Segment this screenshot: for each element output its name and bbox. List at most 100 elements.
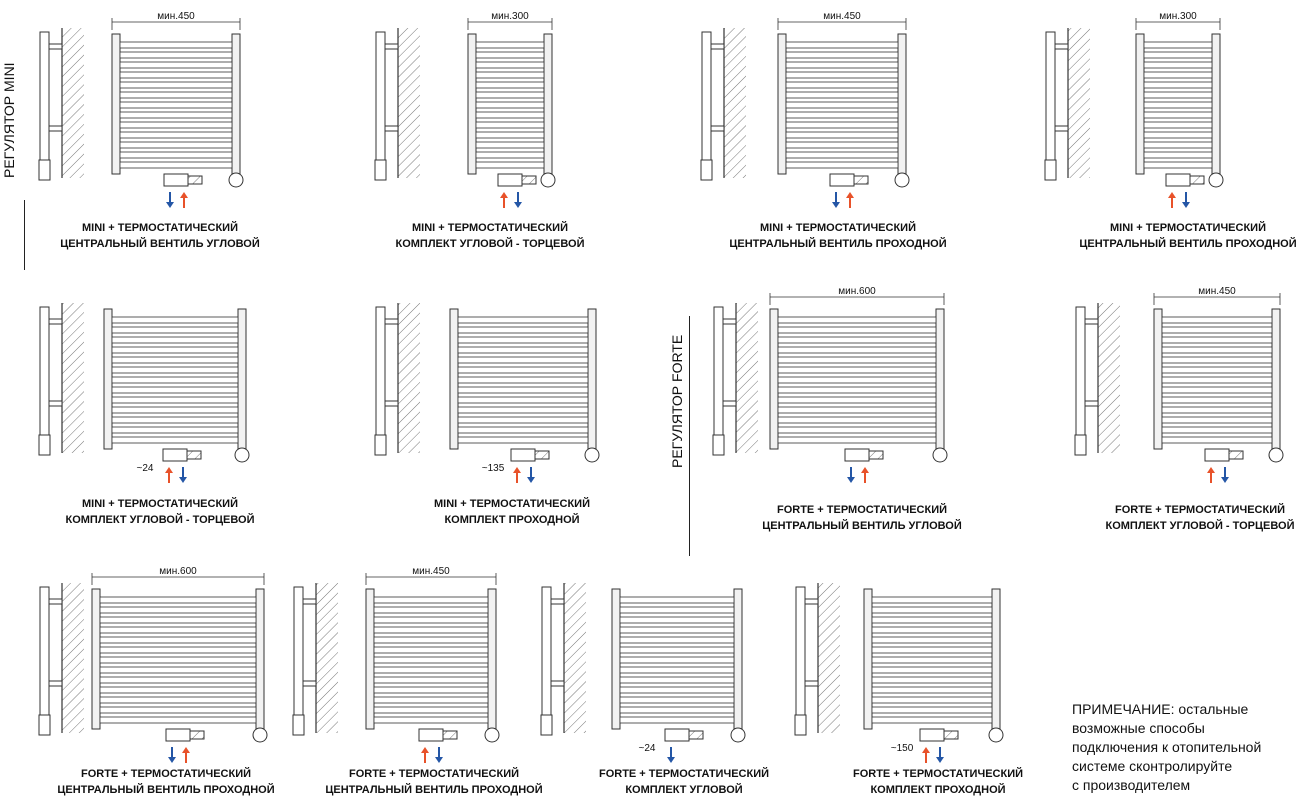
radiator-rail: [619, 596, 735, 604]
wall-bracket: [804, 680, 819, 687]
radiator-rail: [619, 686, 735, 694]
return-arrow-icon: [435, 747, 443, 763]
radiator-rail: [99, 606, 257, 614]
min-width-label: мин.300: [1159, 11, 1197, 22]
side-valve: [38, 159, 51, 181]
radiator-right-column: [935, 308, 945, 450]
regulator-icon: [228, 172, 244, 188]
radiator-diagram: мин.450: [38, 11, 244, 208]
wall-bracket: [710, 43, 725, 50]
radiator-rail: [373, 696, 489, 704]
radiator-rail: [785, 61, 899, 69]
radiator-rail: [619, 706, 735, 714]
wall-bracket: [48, 318, 63, 325]
radiator-rail: [619, 636, 735, 644]
radiator-rail: [119, 51, 233, 59]
radiator-rail: [1161, 326, 1273, 334]
radiator-rail: [1143, 161, 1213, 169]
side-profile: [713, 306, 724, 448]
radiator-rail: [457, 416, 589, 424]
offset-label: ~24: [639, 743, 656, 754]
radiator-left-column: [777, 33, 787, 175]
radiator-rail: [785, 121, 899, 129]
min-width-label: мин.450: [157, 11, 195, 22]
wall-bracket: [1084, 400, 1099, 407]
caption-line: MINI + ТЕРМОСТАТИЧЕСКИЙ: [760, 222, 916, 234]
radiator-rail: [457, 366, 589, 374]
radiator-diagram: мин.300: [374, 11, 556, 208]
radiator-rail: [457, 316, 589, 324]
radiator-rail: [373, 606, 489, 614]
radiator-rail: [111, 436, 239, 444]
min-width-label: мин.300: [491, 11, 529, 22]
caption-line: КОМПЛЕКТ УГЛОВОЙ: [625, 784, 743, 796]
radiator-rail: [457, 376, 589, 384]
radiator-rail: [1143, 151, 1213, 159]
radiator-rail: [785, 41, 899, 49]
radiator-rail: [1161, 336, 1273, 344]
radiator-rail: [475, 91, 545, 99]
radiator-rail: [1161, 426, 1273, 434]
section-divider-forte: [689, 316, 690, 556]
valve-icon: [418, 728, 444, 742]
wall-hatch: [1098, 303, 1120, 453]
thermostat-head-icon: [189, 730, 205, 740]
min-width-label: мин.600: [838, 286, 876, 297]
radiator-rail: [1143, 111, 1213, 119]
regulator-icon: [894, 172, 910, 188]
installation-note: ПРИМЕЧАНИЕ: остальные возможные способы …: [1072, 700, 1307, 795]
wall-hatch: [62, 303, 84, 453]
section-label-mini: РЕГУЛЯТОР MINI: [1, 62, 17, 178]
caption-line: MINI + ТЕРМОСТАТИЧЕСКИЙ: [1110, 222, 1266, 234]
return-arrow-icon: [936, 747, 944, 763]
side-profile: [701, 31, 712, 173]
radiator-diagram: мин.450: [292, 566, 500, 763]
radiator-rail: [1161, 386, 1273, 394]
wall-bracket: [1054, 125, 1069, 132]
wall-hatch: [316, 583, 338, 733]
wall-hatch: [62, 583, 84, 733]
regulator-icon: [730, 727, 746, 743]
return-arrow-icon: [514, 192, 522, 208]
radiator-rail: [111, 386, 239, 394]
radiator-rail: [785, 71, 899, 79]
supply-arrow-icon: [180, 192, 188, 208]
radiator-rail: [119, 41, 233, 49]
wall-bracket: [384, 43, 399, 50]
radiator-rail: [871, 606, 993, 614]
side-profile: [39, 586, 50, 728]
radiator-left-column: [1153, 308, 1163, 450]
radiator-rail: [475, 141, 545, 149]
radiator-rail: [777, 406, 937, 414]
radiator-diagram: ~150: [794, 583, 1004, 763]
wall-bracket: [302, 680, 317, 687]
radiator-rail: [475, 71, 545, 79]
radiator-rail: [457, 396, 589, 404]
return-arrow-icon: [1182, 192, 1190, 208]
radiator-right-column: [231, 33, 241, 175]
radiator-right-column: [543, 33, 553, 175]
radiator-left-column: [449, 308, 459, 450]
radiator-rail: [119, 161, 233, 169]
regulator-icon: [234, 447, 250, 463]
return-arrow-icon: [168, 747, 176, 763]
side-valve: [1074, 434, 1087, 456]
radiator-rail: [119, 131, 233, 139]
radiator-rail: [1161, 366, 1273, 374]
caption-line: ЦЕНТРАЛЬНЫЙ ВЕНТИЛЬ ПРОХОДНОЙ: [729, 238, 947, 250]
valve-icon: [163, 173, 189, 187]
return-arrow-icon: [179, 467, 187, 483]
radiator-rail: [457, 386, 589, 394]
radiator-rail: [871, 626, 993, 634]
radiator-diagram: мин.450: [1074, 286, 1284, 483]
radiator-rail: [99, 696, 257, 704]
radiator-rail: [119, 151, 233, 159]
radiator-rail: [119, 101, 233, 109]
supply-arrow-icon: [513, 467, 521, 483]
valve-icon: [829, 173, 855, 187]
wall-hatch: [398, 303, 420, 453]
